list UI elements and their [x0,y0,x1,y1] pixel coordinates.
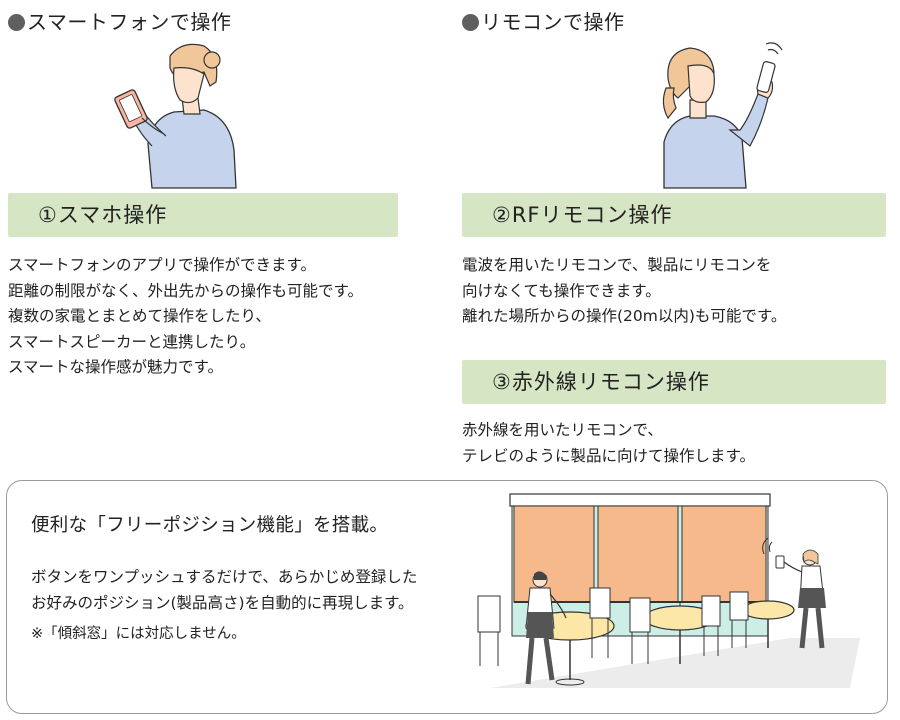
feature-note: ※「傾斜窓」には対応しません。 [31,626,246,642]
text-line: スマートスピーカーと連携したり。 [8,332,256,351]
text-line: 複数の家電とまとめて操作をしたり、 [8,307,271,325]
text-line: スマートな操作感が魅力です。 [8,358,223,376]
text-line: ボタンをワンプッシュするだけで、あらかじめ登録した [31,568,418,586]
band-smartphone-control: ①スマホ操作 [8,193,398,237]
feature-title: 便利な「フリーポジション機能」を搭載。 [31,515,389,536]
band-rf-remote: ②RFリモコン操作 [462,193,886,237]
ir-remote-description: 赤外線を用いたリモコンで、 テレビのように製品に向けて操作します。 [462,418,755,469]
heading-smartphone-text: スマートフォンで操作 [27,10,232,34]
bullet-dot-icon [462,14,479,31]
heading-remote: リモコンで操作 [462,6,625,35]
rf-remote-description: 電波を用いたリモコンで、製品にリモコンを 向けなくても操作できます。 離れた場所… [462,253,786,330]
text-line: テレビのように製品に向けて操作します。 [462,446,755,465]
text-line: 離れた場所からの操作(20m以内)も可能です。 [462,307,787,325]
band-ir-label: ③赤外線リモコン操作 [492,370,710,394]
band-ir-remote: ③赤外線リモコン操作 [462,360,886,404]
band-rf-label: ②RFリモコン操作 [492,203,673,227]
text-line: 距離の制限がなく、外出先からの操作も可能です。 [8,281,363,300]
heading-smartphone: スマートフォンで操作 [8,6,231,35]
heading-remote-text: リモコンで操作 [481,10,625,34]
text-line: 電波を用いたリモコンで、製品にリモコンを [462,256,772,274]
woman-smartphone-illustration [114,43,237,189]
feature-description: ボタンをワンプッシュするだけで、あらかじめ登録した お好みのポジション(製品高さ… [31,565,417,616]
text-line: 赤外線を用いたリモコンで、 [462,421,663,439]
bullet-dot-icon [8,14,25,31]
woman-remote-illustration [662,42,783,189]
text-line: お好みのポジション(製品高さ)を自動的に再現します。 [31,593,414,612]
text-line: スマートフォンのアプリで操作ができます。 [8,256,316,274]
smartphone-description: スマートフォンのアプリで操作ができます。 距離の制限がなく、外出先からの操作も可… [8,253,363,381]
restaurant-blinds-illustration [477,493,860,688]
band-smartphone-label: ①スマホ操作 [38,203,168,227]
text-line: 向けなくても操作できます。 [462,281,661,300]
